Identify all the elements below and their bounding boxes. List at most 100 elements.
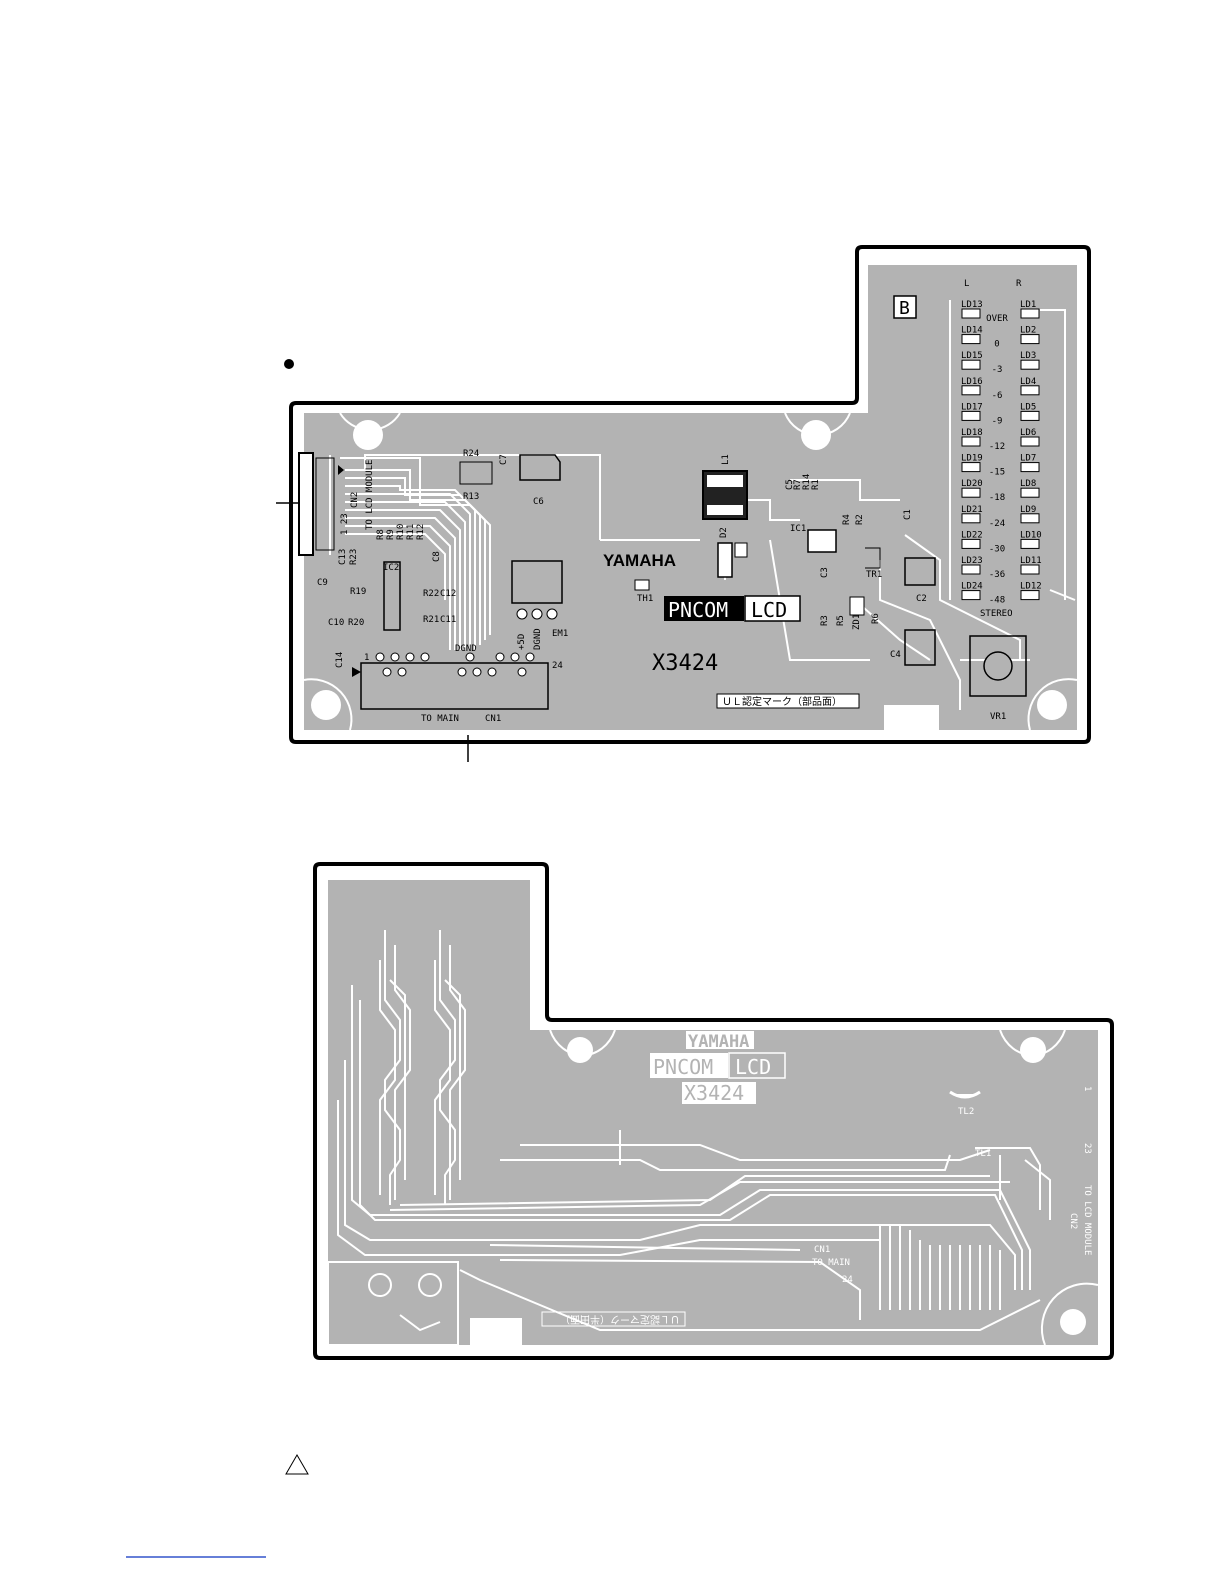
ic1-label: IC1 — [790, 524, 806, 534]
c14-label: C14 — [335, 652, 345, 668]
bottom-brand: YAMAHA — [688, 1032, 749, 1052]
bottom-model: X3424 — [684, 1081, 744, 1105]
model-number: X3424 — [652, 651, 718, 676]
c2-body — [904, 557, 936, 586]
r14-label: R14 — [802, 474, 812, 490]
led-right-label: LD9 — [1020, 505, 1036, 515]
mount-hole — [1037, 690, 1067, 720]
led-left-pad — [961, 308, 981, 319]
led-right-pad — [1020, 308, 1040, 319]
r13-label: R13 — [463, 492, 479, 502]
cn2-label: CN2 — [350, 492, 360, 508]
mount-hole — [1060, 1309, 1086, 1335]
lcd-box — [744, 595, 801, 622]
r9-label: R9 — [386, 529, 396, 540]
ic2-body — [383, 561, 401, 631]
bottom-pncom-box — [650, 1053, 728, 1078]
bottom-cn2-label: CN2 — [1068, 1213, 1078, 1229]
led-right-label: LD7 — [1020, 454, 1036, 464]
level-label: OVER — [986, 314, 1008, 324]
r23-label: R23 — [349, 549, 359, 565]
led-left-pad — [961, 564, 981, 575]
bottom-pncom: PNCOM — [653, 1055, 713, 1079]
led-left-label: LD18 — [961, 428, 983, 438]
bullet-marker — [284, 359, 294, 369]
mount-hole — [1020, 1037, 1046, 1063]
vr1-body — [969, 635, 1027, 697]
tl2-label: TL2 — [958, 1107, 974, 1117]
r24-label: R24 — [463, 449, 479, 459]
c12-label: C12 — [440, 589, 456, 599]
bottom-traces — [337, 930, 1051, 1332]
led-left-pad — [961, 410, 981, 421]
em1-label: EM1 — [552, 629, 568, 639]
r20-label: R20 — [348, 618, 364, 628]
bottom-board: YAMAHA PNCOM LCD X3424 TL2 TL1 1 23 TO L… — [313, 862, 1114, 1360]
channel-r-label: R — [1016, 279, 1022, 289]
c10-label: C10 — [328, 618, 344, 628]
led-right-label: LD2 — [1020, 326, 1036, 336]
bottom-to-main: TO MAIN — [812, 1258, 850, 1268]
r21-label: R21 — [423, 615, 439, 625]
led-right-label: LD10 — [1020, 530, 1042, 540]
cn1-pin-first: 1 — [364, 653, 369, 663]
led-left-label: LD13 — [961, 300, 983, 310]
ul-mark-text: ＵＬ認定マーク（部品面） — [722, 695, 842, 708]
cn2-pins: 1 23 — [340, 513, 350, 535]
em1-body — [511, 560, 563, 604]
d2-label: D2 — [719, 527, 729, 538]
ic1-body — [807, 529, 837, 553]
level-label: -30 — [989, 544, 1005, 554]
level-label: -36 — [989, 570, 1005, 580]
bottom-cn1-label: CN1 — [814, 1245, 830, 1255]
r22-label: R22 — [423, 589, 439, 599]
c1-label: C1 — [903, 509, 913, 520]
cn2-connector — [298, 452, 314, 556]
level-label: -15 — [989, 468, 1005, 478]
bottom-pin-1: 1 — [1082, 1086, 1092, 1091]
th1-label: TH1 — [637, 594, 653, 604]
led-right-pad — [1020, 487, 1040, 498]
led-right-pad — [1020, 385, 1040, 396]
led-left-column: LD13LD14LD15LD16LD17LD18LD19LD20LD21LD22… — [961, 300, 983, 601]
section-marker-box — [893, 295, 917, 319]
l1-label: L1 — [721, 454, 731, 465]
vr1-knob — [983, 651, 1013, 681]
led-left-label: LD17 — [961, 402, 983, 412]
ul-mark-box — [716, 693, 860, 709]
level-label: -3 — [992, 365, 1003, 375]
c13-label: C13 — [338, 549, 348, 565]
led-left-label: LD15 — [961, 351, 983, 361]
led-left-pad — [961, 436, 981, 447]
mount-hole — [311, 690, 341, 720]
caution-triangle-icon — [285, 1454, 309, 1475]
c9-label: C9 — [317, 578, 328, 588]
led-right-pad — [1020, 564, 1040, 575]
bottom-ul-text: ＵＬ認定マーク（半田面） — [560, 1313, 680, 1326]
r6-label: R6 — [871, 613, 881, 624]
led-left-label: LD21 — [961, 505, 983, 515]
cn1-to-main: TO MAIN — [421, 714, 459, 724]
mount-hole — [353, 420, 383, 450]
bottom-pin-24: 24 — [842, 1275, 853, 1285]
level-label: 0 — [994, 340, 999, 350]
r5-label: R5 — [836, 615, 846, 626]
led-left-label: LD16 — [961, 377, 983, 387]
c4-label: C4 — [890, 650, 901, 660]
c6-body — [519, 454, 561, 481]
level-label: -48 — [989, 596, 1005, 606]
bottom-to-lcd-module: TO LCD MODULE — [1082, 1185, 1092, 1255]
level-label: -12 — [989, 442, 1005, 452]
led-right-label: LD3 — [1020, 351, 1036, 361]
c7-label: C7 — [499, 454, 509, 465]
top-board: TO LCD MODULE CN2 1 23 C13 R23 R8 R9 R10… — [276, 245, 1091, 762]
bottom-ul-box — [541, 1311, 686, 1327]
bottom-model-box — [682, 1082, 756, 1104]
pncom-text: PNCOM — [668, 598, 728, 622]
mount-hole — [567, 1037, 593, 1063]
led-left-pad — [961, 462, 981, 473]
led-left-label: LD22 — [961, 530, 983, 540]
c5-label: C5 — [785, 479, 795, 490]
